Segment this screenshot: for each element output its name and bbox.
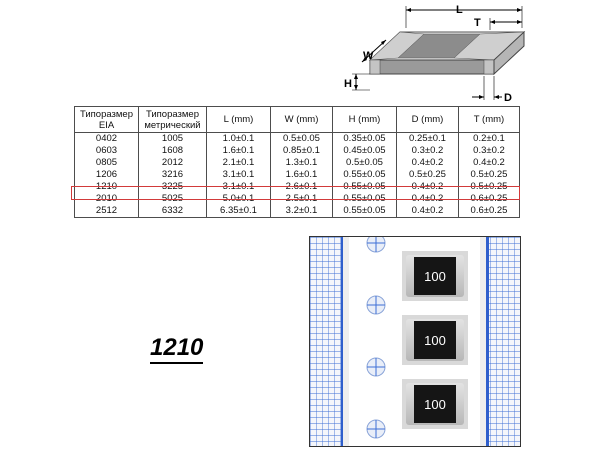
left-graph-paper xyxy=(310,237,342,446)
right-graph-paper xyxy=(488,237,520,446)
cell-d: 0.3±0.2 xyxy=(396,145,459,157)
smd-chip-2: 100 xyxy=(402,315,468,365)
cell-eia: 2512 xyxy=(74,205,139,218)
cell-d: 0.25±0.1 xyxy=(396,132,459,145)
cell-l: 2.1±0.1 xyxy=(206,157,271,169)
cell-d: 0.4±0.2 xyxy=(396,205,459,218)
cell-l: 1.0±0.1 xyxy=(206,132,271,145)
resistor-tape-photo: 100 100 100 xyxy=(309,236,521,447)
left-terminal-top xyxy=(369,31,425,61)
cell-l: 1.6±0.1 xyxy=(206,145,271,157)
chip-front-face xyxy=(369,59,495,75)
table-row: 0805 2012 2.1±0.1 1.3±0.1 0.5±0.05 0.4±0… xyxy=(74,157,520,169)
cell-metric: 1005 xyxy=(138,132,207,145)
cell-metric: 2012 xyxy=(138,157,207,169)
sprocket-holes xyxy=(366,237,386,439)
cell-h: 0.55±0.05 xyxy=(332,205,397,218)
cell-t: 0.2±0.1 xyxy=(458,132,520,145)
table-row: 0402 1005 1.0±0.1 0.5±0.05 0.35±0.05 0.2… xyxy=(74,132,520,145)
cell-t: 0.6±0.25 xyxy=(458,205,520,218)
w-label: W xyxy=(363,50,374,62)
t-label: T xyxy=(474,17,481,29)
w-dimension-line xyxy=(361,39,387,63)
cell-h: 0.45±0.05 xyxy=(332,145,397,157)
resistor-dimension-drawing: L T W H D xyxy=(340,2,580,104)
l-label: L xyxy=(456,4,463,16)
part-size-label: 1210 xyxy=(150,336,204,364)
cell-eia: 1206 xyxy=(74,169,139,181)
table-row: 0603 1608 1.6±0.1 0.85±0.1 0.45±0.05 0.3… xyxy=(74,145,520,157)
cell-metric: 1608 xyxy=(138,145,207,157)
d-label: D xyxy=(504,92,512,102)
cell-eia: 0402 xyxy=(74,132,139,145)
cell-w: 1.6±0.1 xyxy=(270,169,333,181)
tape-photo-illustration: 100 100 100 xyxy=(310,237,520,446)
cell-w: 3.2±0.1 xyxy=(270,205,333,218)
smd-chip-1: 100 xyxy=(402,251,468,301)
cell-d: 0.4±0.2 xyxy=(396,157,459,169)
chip-marking: 100 xyxy=(424,333,446,348)
cell-l: 3.1±0.1 xyxy=(206,169,271,181)
cell-t: 0.3±0.2 xyxy=(458,145,520,157)
header-t: T (mm) xyxy=(458,106,520,133)
cell-t: 0.5±0.25 xyxy=(458,169,520,181)
chip-resistor-diagram: L T W H D xyxy=(344,4,526,104)
cell-t: 0.4±0.2 xyxy=(458,157,520,169)
table-row: 1206 3216 3.1±0.1 1.6±0.1 0.55±0.05 0.5±… xyxy=(74,169,520,181)
row-highlight-frame xyxy=(71,186,520,200)
cell-h: 0.35±0.05 xyxy=(332,132,397,145)
cell-metric: 6332 xyxy=(138,205,207,218)
header-d: D (mm) xyxy=(396,106,459,133)
table-row: 2512 6332 6.35±0.1 3.2±0.1 0.55±0.05 0.4… xyxy=(74,205,520,218)
cell-h: 0.55±0.05 xyxy=(332,169,397,181)
chip-marking: 100 xyxy=(424,397,446,412)
smd-chip-3: 100 xyxy=(402,379,468,429)
cell-eia: 0603 xyxy=(74,145,139,157)
cell-l: 6.35±0.1 xyxy=(206,205,271,218)
cell-eia: 0805 xyxy=(74,157,139,169)
cell-metric: 3216 xyxy=(138,169,207,181)
cell-w: 0.85±0.1 xyxy=(270,145,333,157)
header-w: W (mm) xyxy=(270,106,333,133)
chip-side-face xyxy=(493,30,525,76)
chip-marking: 100 xyxy=(424,269,446,284)
cell-w: 0.5±0.05 xyxy=(270,132,333,145)
header-h: H (mm) xyxy=(332,106,397,133)
cell-h: 0.5±0.05 xyxy=(332,157,397,169)
h-label: H xyxy=(344,78,352,90)
header-l: L (mm) xyxy=(206,106,271,133)
cell-w: 1.3±0.1 xyxy=(270,157,333,169)
cell-d: 0.5±0.25 xyxy=(396,169,459,181)
